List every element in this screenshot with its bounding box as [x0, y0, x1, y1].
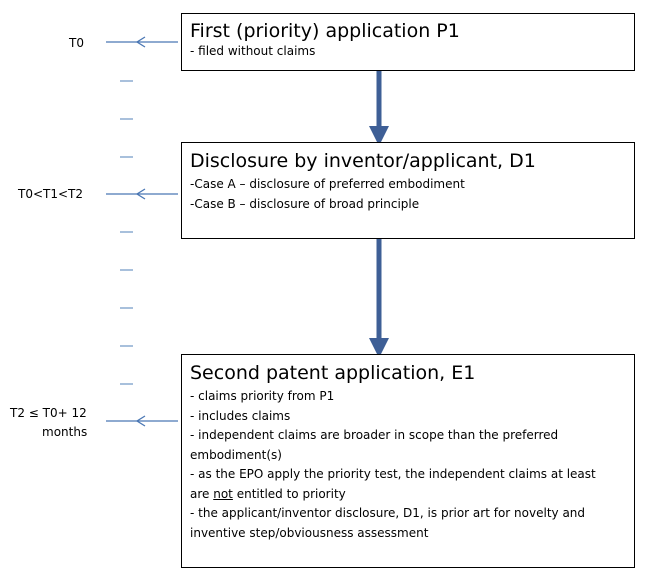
box-second-application-line: - as the EPO apply the priority test, th…: [190, 467, 596, 481]
box-second-application-title: Second patent application, E1: [190, 362, 476, 384]
box-second-application-line: are not entitled to priority: [190, 485, 634, 505]
box-second-application-line: - includes claims: [190, 408, 291, 423]
box-disclosure-line-case-a: -Case A – disclosure of preferred embodi…: [190, 177, 465, 191]
time-arrow-t0: [106, 36, 178, 48]
timeline-label-t2-line2: months: [42, 425, 88, 439]
time-arrow-t1: [106, 188, 178, 200]
box-second-application: Second patent application, E1 - claims p…: [181, 354, 635, 568]
time-arrow-t2: [106, 415, 178, 427]
timeline-label-t1: T0<T1<T2: [18, 187, 84, 201]
box-first-application-title: First (priority) application P1: [190, 20, 460, 42]
box-second-application-line: - claims priority from P1: [190, 389, 335, 403]
timeline-dashes: [120, 80, 133, 385]
box-second-application-line: embodiment(s): [190, 447, 282, 462]
box-first-application: First (priority) application P1 - filed …: [181, 13, 635, 71]
box-second-application-line: - independent claims are broader in scop…: [190, 428, 559, 442]
box-first-application-line: - filed without claims: [190, 44, 316, 58]
timeline-label-t2-line1: T2 ≤ T0+ 12: [10, 406, 87, 420]
timeline-label-t0: T0: [69, 36, 84, 50]
box-disclosure: Disclosure by inventor/applicant, D1 -Ca…: [181, 142, 635, 239]
box-second-application-line: inventive step/obviousness assessment: [190, 525, 429, 540]
box-disclosure-line-case-b: -Case B – disclosure of broad principle: [190, 196, 420, 211]
line-text: are: [190, 486, 214, 501]
line-text: entitled to priority: [232, 486, 346, 501]
box-second-application-line: - the applicant/inventor disclosure, D1,…: [190, 506, 586, 520]
box-disclosure-title: Disclosure by inventor/applicant, D1: [190, 150, 536, 172]
underlined-word: not: [213, 486, 233, 501]
